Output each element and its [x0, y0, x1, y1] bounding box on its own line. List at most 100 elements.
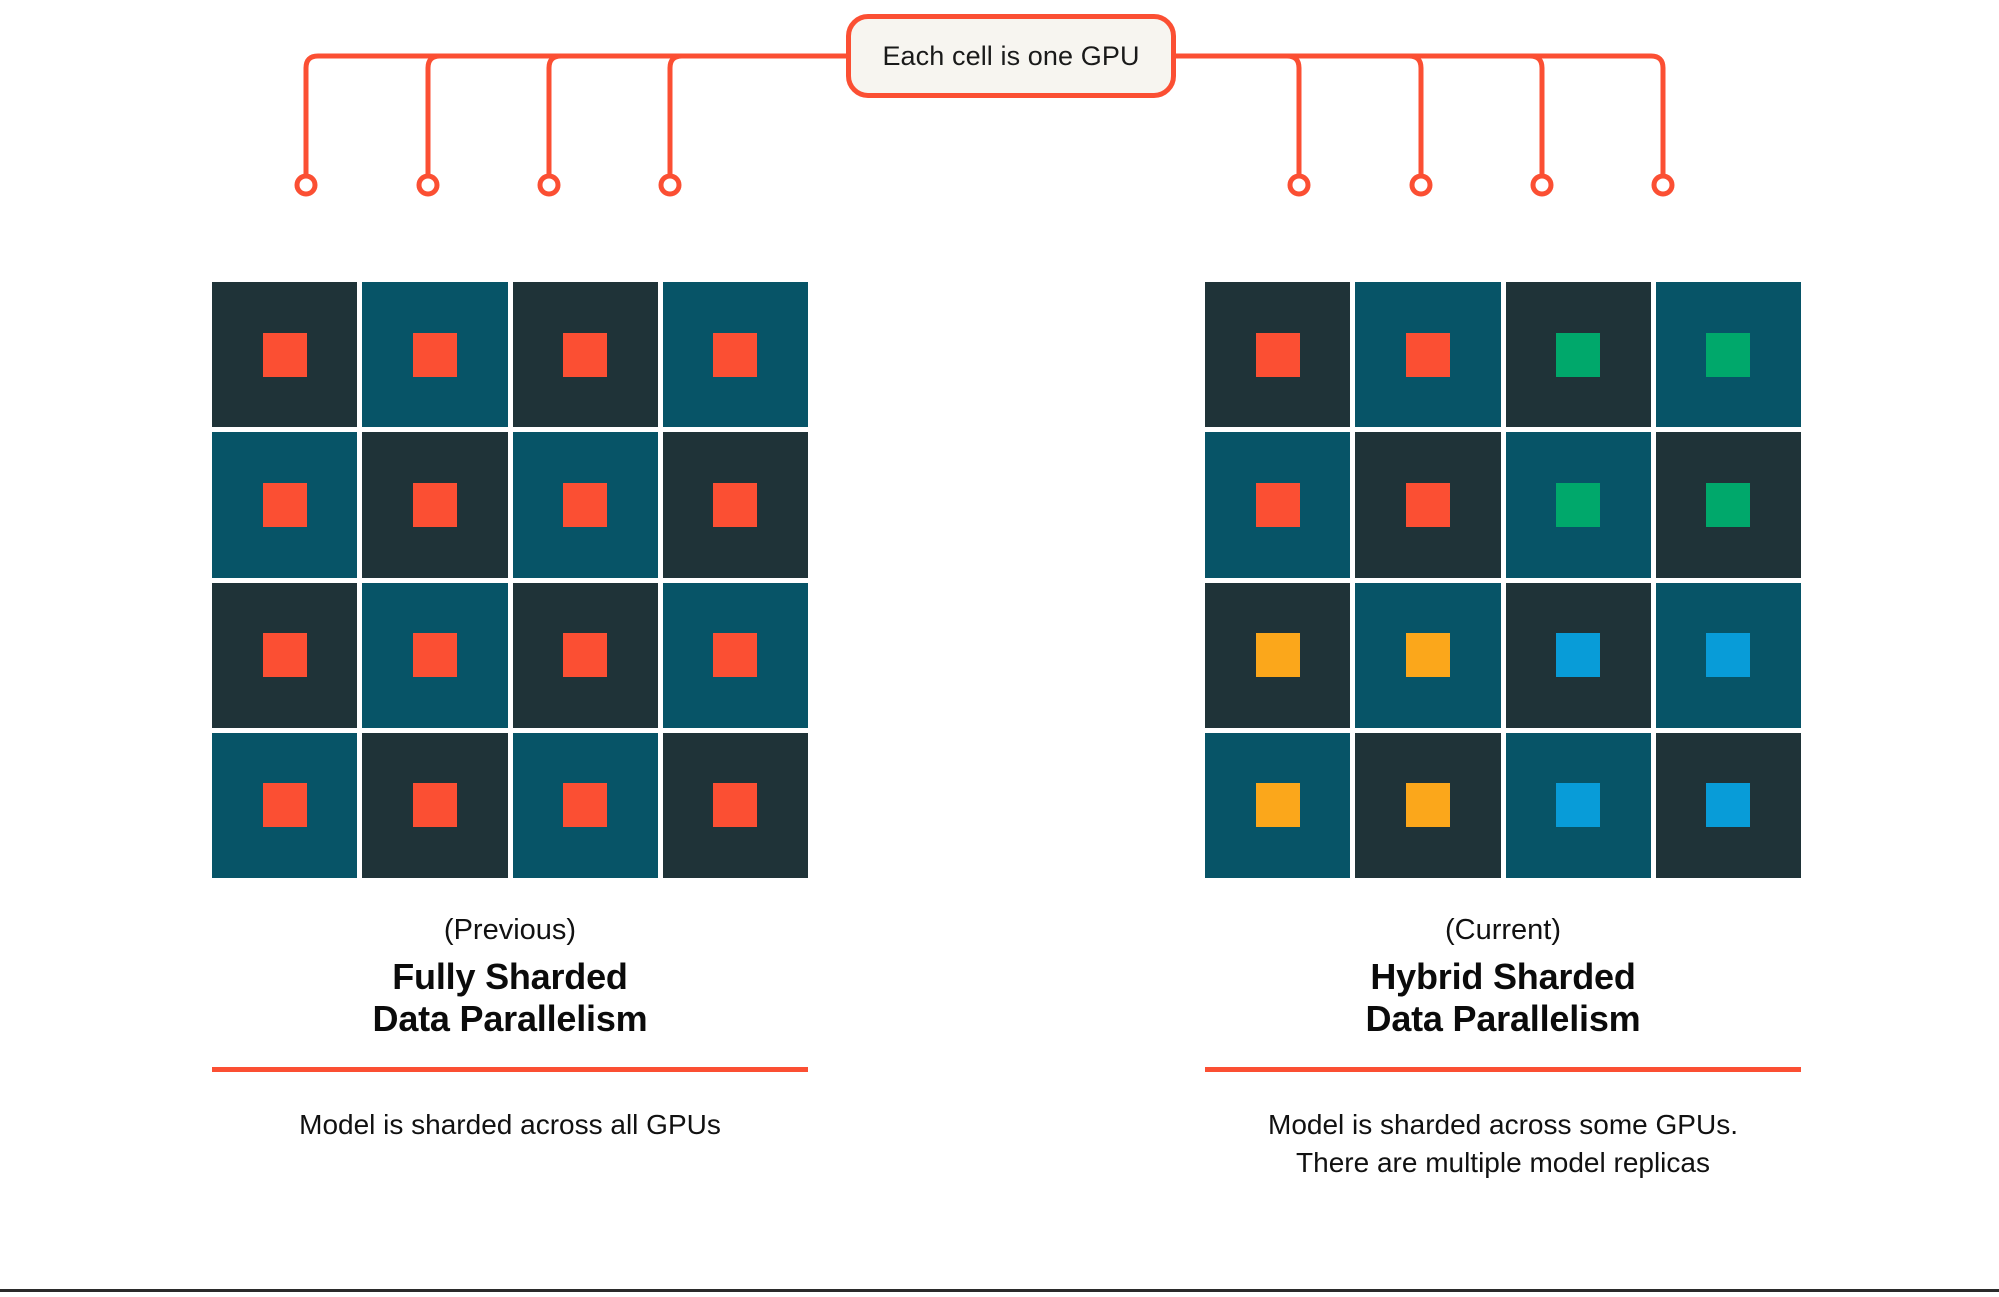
connector-left-2 — [425, 53, 849, 178]
gpu-cell — [1655, 432, 1801, 578]
gpu-cell — [1505, 282, 1651, 428]
bottom-rule — [0, 1289, 1999, 1292]
gpu-shard-blue — [1706, 633, 1751, 678]
gpu-cell — [212, 582, 358, 728]
gpu-cell — [1655, 282, 1801, 428]
gpu-shard-orange — [1405, 783, 1450, 828]
gpu-cell — [1505, 582, 1651, 728]
connector-right-1 — [1173, 53, 1302, 178]
gpu-cell — [362, 732, 508, 878]
gpu-shard-red — [262, 783, 307, 828]
gpu-shard-red — [563, 332, 608, 377]
caption-description-hybrid-sharded: Model is sharded across some GPUs. There… — [1205, 1106, 1801, 1183]
gpu-cell — [1355, 732, 1501, 878]
gpu-cell — [1655, 582, 1801, 728]
gpu-cell — [1355, 432, 1501, 578]
connector-endpoint-right-1 — [1287, 173, 1311, 197]
gpu-shard-orange — [1405, 633, 1450, 678]
gpu-cell — [362, 582, 508, 728]
caption-title-hybrid-sharded: Hybrid Sharded Data Parallelism — [1205, 956, 1801, 1041]
connector-left-3 — [546, 53, 849, 178]
gpu-cell — [662, 282, 808, 428]
gpu-shard-green — [1706, 332, 1751, 377]
gpu-cell — [362, 282, 508, 428]
gpu-shard-orange — [1255, 783, 1300, 828]
gpu-shard-red — [1405, 482, 1450, 527]
gpu-shard-blue — [1556, 783, 1601, 828]
connector-left-1 — [303, 53, 849, 178]
caption-eyebrow-current: (Current) — [1444, 914, 1561, 946]
gpu-shard-red — [713, 633, 758, 678]
connector-right-4 — [1173, 53, 1666, 178]
gpu-shard-red — [563, 633, 608, 678]
gpu-cell — [1355, 582, 1501, 728]
connector-endpoint-left-4 — [658, 173, 682, 197]
gpu-grid-hybrid-sharded — [1205, 282, 1801, 878]
caption-title-fully-sharded: Fully Sharded Data Parallelism — [212, 956, 808, 1041]
caption-description-line1: Model is sharded across some GPUs. — [1268, 1108, 1738, 1140]
gpu-shard-red — [713, 332, 758, 377]
caption-eyebrow-previous: (Previous) — [443, 914, 577, 946]
caption-description-line2: There are multiple model replicas — [1296, 1147, 1710, 1179]
connector-endpoint-left-2 — [416, 173, 440, 197]
gpu-grid-fully-sharded — [212, 282, 808, 878]
panel-hybrid-sharded: (Current) Hybrid Sharded Data Parallelis… — [1205, 282, 1801, 1183]
caption-description-line1: Model is sharded across all GPUs — [299, 1108, 721, 1140]
gpu-shard-red — [1405, 332, 1450, 377]
gpu-shard-green — [1556, 332, 1601, 377]
connector-endpoint-left-1 — [294, 173, 318, 197]
connector-right-3 — [1173, 53, 1545, 178]
gpu-shard-red — [1255, 482, 1300, 527]
gpu-cell — [512, 732, 658, 878]
gpu-cell — [1205, 732, 1351, 878]
gpu-shard-red — [262, 332, 307, 377]
gpu-cell — [212, 282, 358, 428]
gpu-cell — [1505, 732, 1651, 878]
gpu-cell — [512, 282, 658, 428]
gpu-cell — [662, 432, 808, 578]
gpu-cell — [212, 732, 358, 878]
gpu-cell — [1355, 282, 1501, 428]
gpu-shard-red — [713, 783, 758, 828]
gpu-cell — [1205, 282, 1351, 428]
gpu-shard-orange — [1255, 633, 1300, 678]
caption-divider-right — [1205, 1066, 1801, 1072]
gpu-shard-red — [713, 482, 758, 527]
connector-endpoint-left-3 — [537, 173, 561, 197]
gpu-shard-green — [1706, 482, 1751, 527]
gpu-cell — [1655, 732, 1801, 878]
caption-fully-sharded: (Previous) Fully Sharded Data Parallelis… — [212, 878, 808, 1144]
caption-title-line2: Data Parallelism — [372, 998, 648, 1040]
gpu-cell — [662, 582, 808, 728]
connector-endpoint-right-4 — [1651, 173, 1675, 197]
gpu-shard-red — [412, 482, 457, 527]
gpu-shard-red — [412, 332, 457, 377]
gpu-callout-box: Each cell is one GPU — [846, 14, 1176, 98]
gpu-shard-blue — [1556, 633, 1601, 678]
gpu-cell — [512, 432, 658, 578]
gpu-cell — [1505, 432, 1651, 578]
caption-title-line1: Fully Sharded — [392, 955, 628, 997]
gpu-cell — [212, 432, 358, 578]
caption-divider-left — [212, 1066, 808, 1072]
gpu-shard-blue — [1706, 783, 1751, 828]
connector-endpoint-right-2 — [1409, 173, 1433, 197]
gpu-shard-red — [412, 633, 457, 678]
caption-title-line2: Data Parallelism — [1365, 998, 1641, 1040]
caption-title-line1: Hybrid Sharded — [1370, 955, 1636, 997]
gpu-shard-red — [563, 482, 608, 527]
gpu-cell — [362, 432, 508, 578]
gpu-callout-label: Each cell is one GPU — [882, 40, 1140, 71]
gpu-shard-red — [1255, 332, 1300, 377]
gpu-shard-red — [262, 482, 307, 527]
gpu-cell — [1205, 432, 1351, 578]
gpu-cell — [1205, 582, 1351, 728]
panel-fully-sharded: (Previous) Fully Sharded Data Parallelis… — [212, 282, 808, 1144]
caption-description-fully-sharded: Model is sharded across all GPUs — [212, 1106, 808, 1145]
connector-right-2 — [1173, 53, 1424, 178]
gpu-shard-red — [563, 783, 608, 828]
gpu-cell — [512, 582, 658, 728]
gpu-shard-green — [1556, 482, 1601, 527]
gpu-shard-red — [412, 783, 457, 828]
